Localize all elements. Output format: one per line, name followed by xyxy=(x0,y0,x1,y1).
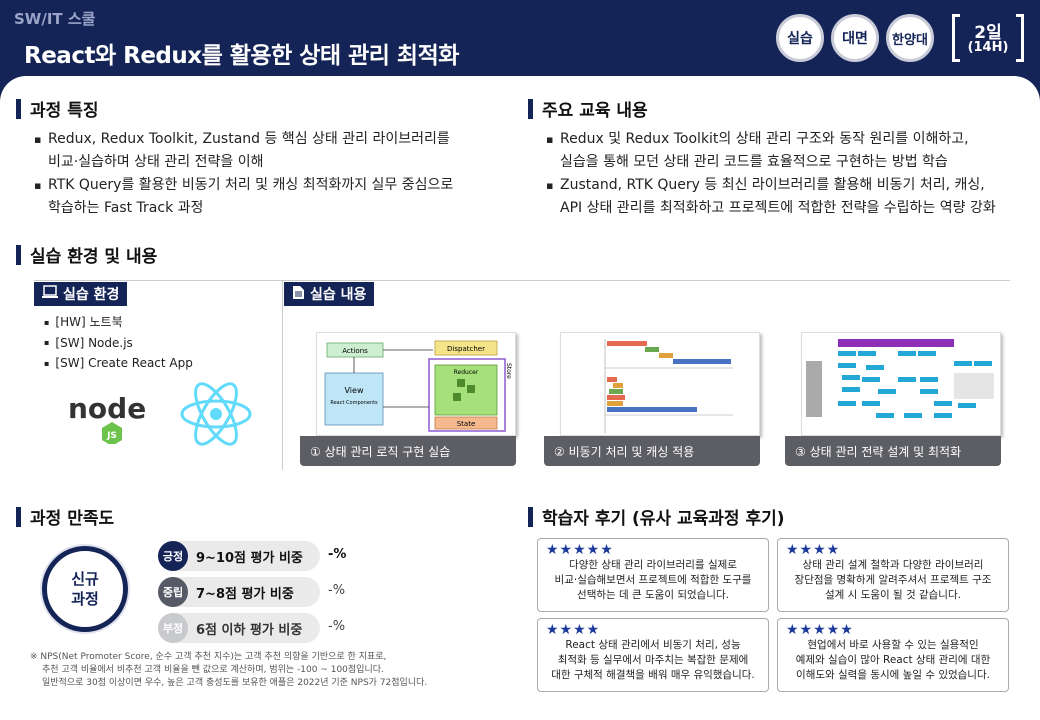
env-list: [HW] 노트북 [SW] Node.js [SW] Create React … xyxy=(44,312,193,374)
svg-text:State: State xyxy=(457,420,476,428)
svg-text:Dispatcher: Dispatcher xyxy=(447,345,485,353)
badge-practice: 실습 xyxy=(776,14,824,62)
nps-label: 7~8점 평가 비중 xyxy=(196,586,294,602)
header: SW/IT 스쿨 React와 Redux를 활용한 상태 관리 최적화 실습 … xyxy=(0,0,1040,76)
satisfaction-heading: 과정 만족도 xyxy=(16,504,114,529)
star-rating: ★★★★★ xyxy=(546,542,614,558)
svg-text:node: node xyxy=(68,392,146,425)
card-caption: ① 상태 관리 로직 구현 실습 xyxy=(300,436,516,466)
react-logo xyxy=(180,382,252,450)
main-content: 과정 특징 Redux, Redux Toolkit, Zustand 등 핵심… xyxy=(0,76,1040,720)
badge-offline: 대면 xyxy=(831,14,879,62)
bracket-right xyxy=(1016,14,1024,62)
svg-text:JS: JS xyxy=(106,431,117,441)
brand-label: SW/IT 스쿨 xyxy=(14,10,96,28)
content-tag: 실습 내용 xyxy=(284,282,375,306)
nps-promoter-row: 긍정 9~10점 평가 비중 xyxy=(158,541,320,571)
divider xyxy=(34,280,1010,281)
svg-text:Store: Store xyxy=(505,363,512,379)
svg-text:Actions: Actions xyxy=(342,347,368,355)
duration-hours: (14H) xyxy=(967,40,1009,55)
star-rating: ★★★★ xyxy=(786,542,841,558)
list-item: Redux, Redux Toolkit, Zustand 등 핵심 상태 관리… xyxy=(34,128,453,174)
nps-value: -% xyxy=(328,619,346,634)
nps-label: 9~10점 평가 비중 xyxy=(196,550,303,566)
practice-card-3: ③ 상태 관리 전략 설계 및 최적화 xyxy=(785,332,1001,466)
page-title: React와 Redux를 활용한 상태 관리 최적화 xyxy=(24,43,459,69)
laptop-icon xyxy=(42,285,58,303)
curriculum-list: Redux 및 Redux Toolkit의 상태 관리 구조와 동작 원리를 … xyxy=(546,128,996,220)
passive-pill: 중립 xyxy=(158,577,188,607)
star-rating: ★★★★ xyxy=(546,622,601,638)
features-heading: 과정 특징 xyxy=(16,96,98,121)
list-item: [SW] Node.js xyxy=(44,333,193,354)
card-caption: ③ 상태 관리 전략 설계 및 최적화 xyxy=(785,436,1001,466)
redux-flow-diagram: Actions Dispatcher View React Components… xyxy=(316,332,516,436)
card-caption: ② 비동기 처리 및 캐싱 적용 xyxy=(544,436,760,466)
document-icon xyxy=(292,285,305,304)
nps-detractor-row: 부정 6점 이하 평가 비중 xyxy=(158,613,320,643)
nps-footnote: ※ NPS(Net Promoter Score, 순수 고객 추천 지수)는 … xyxy=(30,652,428,688)
features-list: Redux, Redux Toolkit, Zustand 등 핵심 상태 관리… xyxy=(34,128,453,220)
nodejs-logo: node JS xyxy=(66,388,158,448)
detractor-pill: 부정 xyxy=(158,613,188,643)
reviews-heading: 학습자 후기 (유사 교육과정 후기) xyxy=(528,504,785,529)
duration-days: 2일 xyxy=(974,23,1002,43)
curriculum-heading: 주요 교육 내용 xyxy=(528,96,648,121)
nps-value: -% xyxy=(328,547,347,562)
practice-card-2: ② 비동기 처리 및 캐싱 적용 xyxy=(544,332,760,466)
state-architecture-diagram xyxy=(801,332,1001,436)
practice-heading: 실습 환경 및 내용 xyxy=(16,242,157,267)
nps-passive-row: 중립 7~8점 평가 비중 xyxy=(158,577,320,607)
practice-card-1: Actions Dispatcher View React Components… xyxy=(300,332,516,466)
badge-venue: 한양대 xyxy=(886,14,934,62)
async-timeline-diagram xyxy=(560,332,760,436)
nps-value: -% xyxy=(328,583,346,598)
list-item: RTK Query를 활용한 비동기 처리 및 캐싱 최적화까지 실무 중심으로… xyxy=(34,174,453,220)
bracket-left xyxy=(952,14,960,62)
star-rating: ★★★★★ xyxy=(786,622,854,638)
promoter-pill: 긍정 xyxy=(158,541,188,571)
nps-label: 6점 이하 평가 비중 xyxy=(196,622,303,638)
svg-text:View: View xyxy=(345,386,364,395)
env-tag: 실습 환경 xyxy=(34,282,128,306)
divider xyxy=(282,280,283,470)
duration-box: 2일 (14H) xyxy=(952,14,1024,62)
svg-text:Reducer: Reducer xyxy=(454,369,479,376)
list-item: [SW] Create React App xyxy=(44,353,192,374)
list-item: Redux 및 Redux Toolkit의 상태 관리 구조와 동작 원리를 … xyxy=(546,128,996,174)
svg-text:React Components: React Components xyxy=(330,400,378,406)
list-item: [HW] 노트북 xyxy=(44,312,193,333)
list-item: Zustand, RTK Query 등 최신 라이브러리를 활용해 비동기 처… xyxy=(546,174,996,220)
